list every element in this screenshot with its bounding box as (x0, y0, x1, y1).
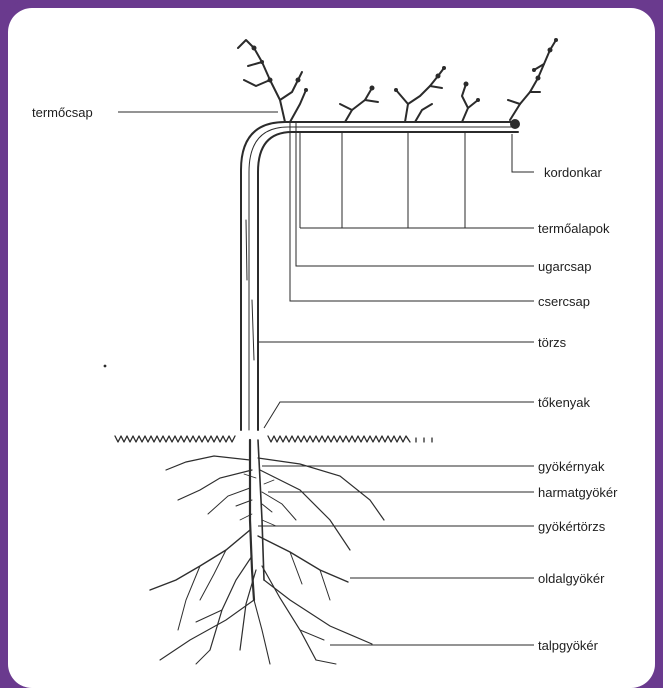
label-harmatgyoker: harmatgyökér (538, 485, 618, 500)
leader-lines (118, 112, 534, 645)
vine-diagram: termőcsap kordonkar termőalapok ugarcsap… (0, 0, 663, 671)
stray-dot (104, 365, 107, 368)
label-kordonkar: kordonkar (544, 165, 602, 180)
label-talpgyoker: talpgyökér (538, 638, 599, 653)
trunk-and-cordon (241, 119, 520, 430)
leader-ugarcsap (296, 122, 534, 266)
label-gyokernyak: gyökérnyak (538, 459, 605, 474)
leader-termoalapok (300, 132, 534, 228)
label-gyokertorzs: gyökértörzs (538, 519, 606, 534)
label-oldalgyoker: oldalgyökér (538, 571, 605, 586)
roots (150, 440, 384, 664)
label-termoalapok: termőalapok (538, 221, 610, 236)
label-tokenyak: tőkenyak (538, 395, 591, 410)
leader-kordonkar (512, 134, 534, 172)
label-cserecsap: csercsap (538, 294, 590, 309)
shoot-buds (252, 38, 559, 102)
leader-cserecsap (290, 122, 534, 301)
ground-line (115, 436, 432, 442)
label-ugarcsap: ugarcsap (538, 259, 591, 274)
label-termocsap: termőcsap (32, 105, 93, 120)
shoots (238, 40, 556, 122)
label-torzs: törzs (538, 335, 567, 350)
leader-tokenyak (264, 402, 534, 428)
